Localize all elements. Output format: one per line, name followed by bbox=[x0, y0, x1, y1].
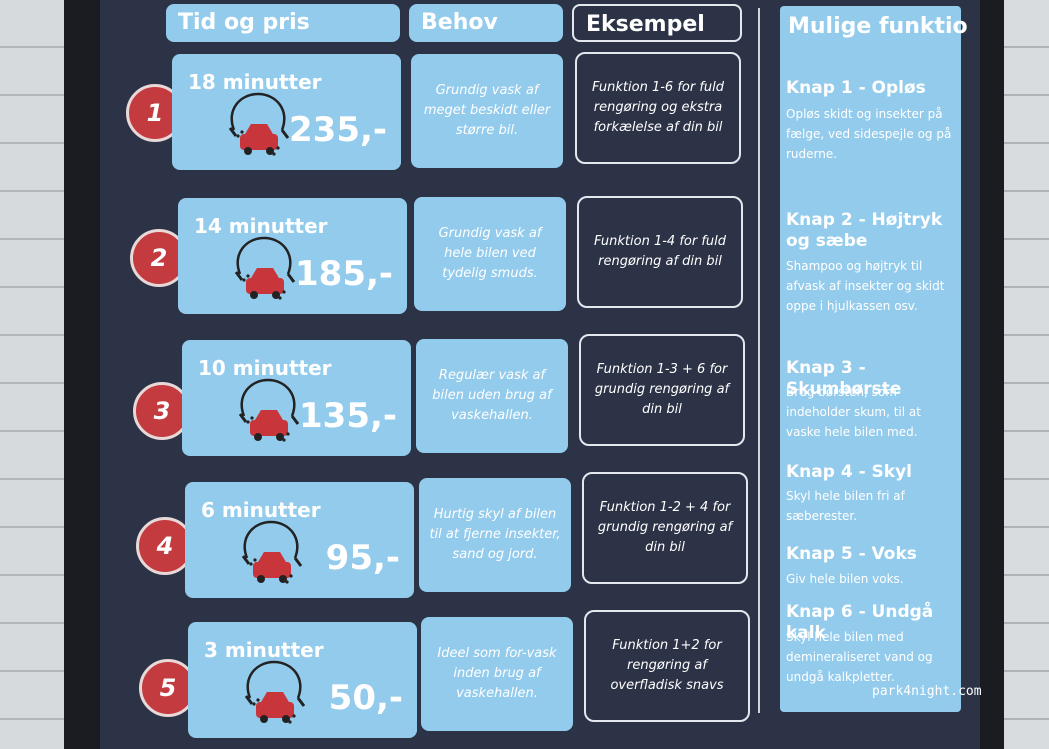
program-need: Grundig vask af hele bilen ved tydelig s… bbox=[414, 197, 566, 311]
function-title: Knap 2 - Højtryk og sæbe bbox=[786, 210, 943, 251]
watermark: park4night.com bbox=[872, 684, 982, 699]
function-title: Knap 6 - Undgå kalk bbox=[786, 602, 934, 643]
function-title: Knap 1 - Opløs bbox=[786, 78, 926, 98]
program-card: 10 minutter 135,- bbox=[182, 340, 411, 456]
function-desc: Shampoo og højtryk til afvask af insekte… bbox=[786, 259, 945, 313]
program-need: Regulær vask af bilen uden brug af vaske… bbox=[416, 339, 568, 453]
program-minutes: 10 minutter bbox=[198, 356, 332, 380]
program-example: Funktion 1-4 for fuld rengøring af din b… bbox=[577, 196, 743, 308]
functions-panel: Mulige funktioner Knap 1 - Opløs Opløs s… bbox=[780, 6, 969, 712]
program-card: 6 minutter 95,- bbox=[185, 482, 414, 598]
program-example: Funktion 1+2 for rengøring af overfladis… bbox=[584, 610, 750, 722]
header-eksempel: Eksempel bbox=[572, 4, 742, 42]
function-title: Knap 5 - Voks bbox=[786, 544, 917, 564]
program-minutes: 18 minutter bbox=[188, 70, 322, 94]
program-need: Hurtig skyl af bilen til at fjerne insek… bbox=[419, 478, 571, 592]
program-need: Ideel som for-vask inden brug af vaskeha… bbox=[421, 617, 573, 731]
program-example: Funktion 1-6 for fuld rengøring og ekstr… bbox=[575, 52, 741, 164]
car-wash-icon bbox=[244, 660, 306, 724]
program-price: 185,- bbox=[295, 254, 393, 294]
program-minutes: 6 minutter bbox=[201, 498, 321, 522]
program-card: 14 minutter 185,- bbox=[178, 198, 407, 314]
program-minutes: 3 minutter bbox=[204, 638, 324, 662]
program-minutes: 14 minutter bbox=[194, 214, 328, 238]
car-wash-icon bbox=[228, 92, 290, 156]
program-example: Funktion 1-3 + 6 for grundig rengøring a… bbox=[579, 334, 745, 446]
function-desc: Opløs skidt og insekter på fælge, ved si… bbox=[786, 107, 952, 161]
functions-title: Mulige funktioner bbox=[788, 14, 969, 39]
program-example: Funktion 1-2 + 4 for grundig rengøring a… bbox=[582, 472, 748, 584]
program-need: Grundig vask af meget beskidt eller stør… bbox=[411, 54, 563, 168]
car-wash-icon bbox=[238, 378, 300, 442]
program-card: 3 minutter 50,- bbox=[188, 622, 417, 738]
function-desc: Brug børsten, som indeholder skum, til a… bbox=[786, 385, 921, 439]
function-desc: Skyl hele bilen med demineraliseret vand… bbox=[786, 630, 933, 684]
program-price: 95,- bbox=[325, 538, 400, 578]
program-price: 50,- bbox=[328, 678, 403, 718]
header-behov: Behov bbox=[409, 4, 563, 42]
header-tid-og-pris: Tid og pris bbox=[166, 4, 400, 42]
wall-left bbox=[0, 0, 75, 749]
car-wash-icon bbox=[234, 236, 296, 300]
car-wash-icon bbox=[241, 520, 303, 584]
function-title: Knap 3 - Skumbørste bbox=[786, 358, 902, 399]
program-price: 135,- bbox=[299, 396, 397, 436]
wall-right bbox=[995, 0, 1049, 749]
program-price: 235,- bbox=[289, 110, 387, 150]
column-divider bbox=[758, 8, 760, 713]
program-number: 4 bbox=[136, 517, 194, 575]
function-title: Knap 4 - Skyl bbox=[786, 462, 913, 482]
function-desc: Giv hele bilen voks. bbox=[786, 572, 904, 586]
function-desc: Skyl hele bilen fri af sæberester. bbox=[786, 489, 905, 523]
program-card: 18 minutter 235,- bbox=[172, 54, 401, 170]
